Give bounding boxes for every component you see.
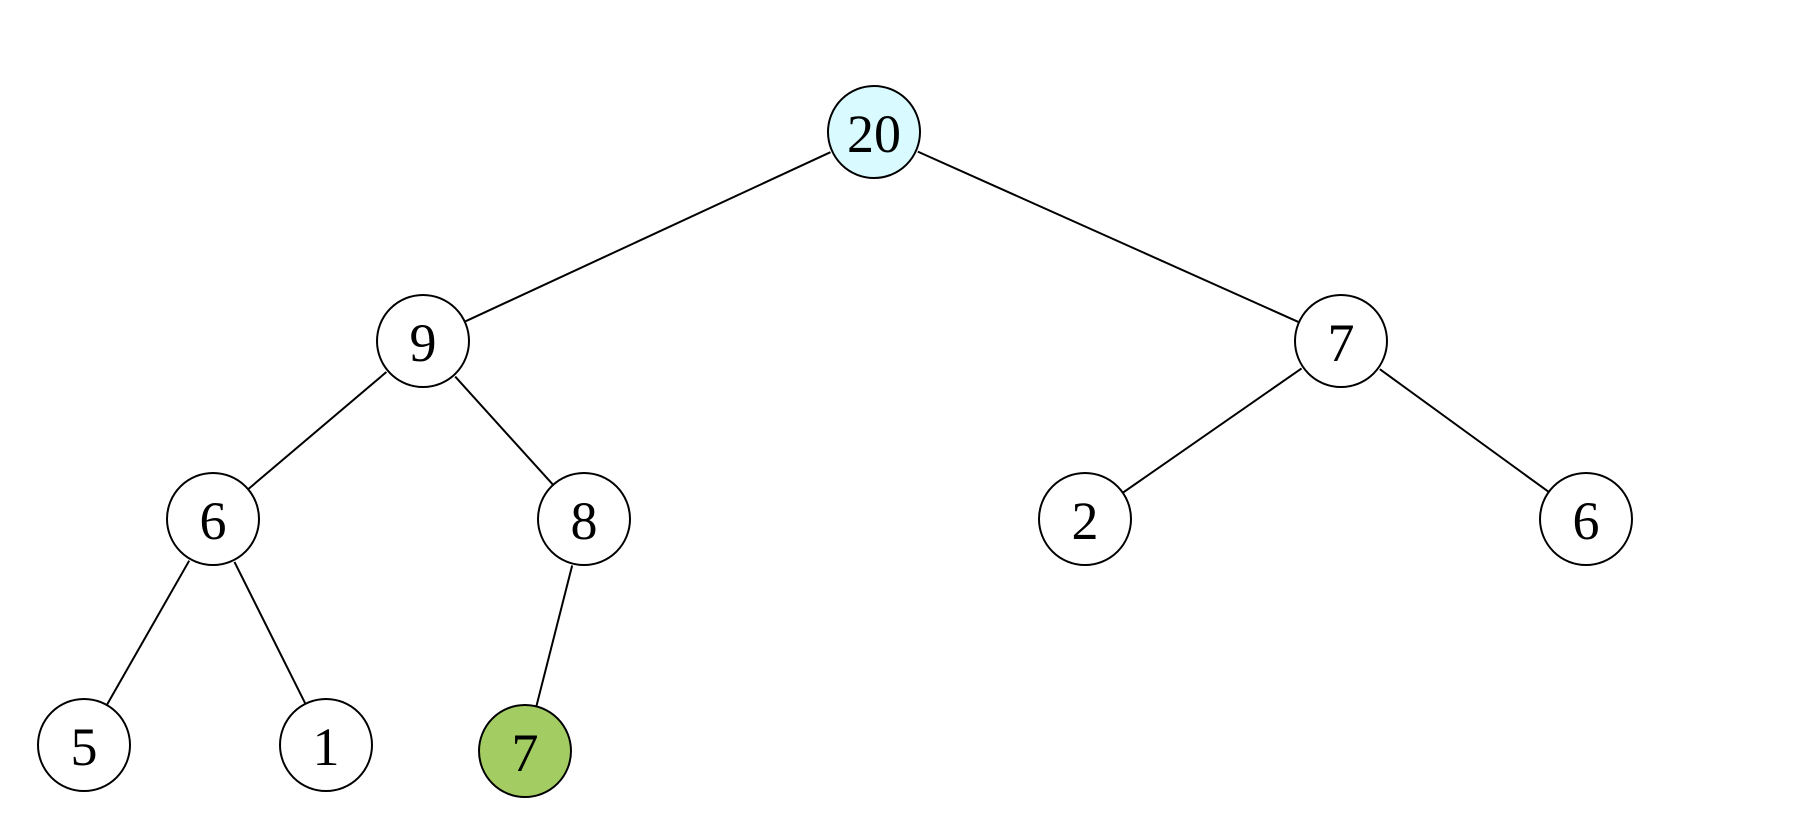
edges-layer bbox=[102, 150, 1555, 713]
node-circle bbox=[1294, 294, 1388, 388]
node-circle bbox=[827, 85, 921, 179]
node-label: 1 bbox=[313, 717, 340, 777]
edge-root-to-n-9 bbox=[458, 151, 831, 326]
node-label: 7 bbox=[1328, 313, 1355, 373]
tree-node-n-6-left: 6 bbox=[166, 472, 260, 566]
node-label: 7 bbox=[512, 723, 539, 783]
edge-n-6-left-to-n-1 bbox=[233, 561, 310, 710]
node-circle bbox=[1038, 472, 1132, 566]
tree-node-n-5: 5 bbox=[37, 698, 131, 792]
tree-node-n-6-right: 6 bbox=[1539, 472, 1633, 566]
edge-n-9-to-n-8 bbox=[454, 375, 558, 491]
node-circle bbox=[166, 472, 260, 566]
node-circle bbox=[537, 472, 631, 566]
node-circle bbox=[1539, 472, 1633, 566]
edge-n-7-right-to-n-6-right bbox=[1379, 368, 1555, 497]
node-label: 5 bbox=[71, 717, 98, 777]
node-label: 6 bbox=[200, 491, 227, 551]
node-label: 20 bbox=[847, 104, 901, 164]
edge-n-7-right-to-n-2 bbox=[1117, 367, 1303, 497]
tree-node-n-7-new: 7 bbox=[478, 704, 572, 798]
nodes-layer: 20 9 7 6 8 2 6 5 1 7 bbox=[37, 85, 1633, 798]
node-circle bbox=[279, 698, 373, 792]
node-circle bbox=[376, 294, 470, 388]
node-label: 6 bbox=[1573, 491, 1600, 551]
tree-node-n-7-right: 7 bbox=[1294, 294, 1388, 388]
node-label: 9 bbox=[410, 313, 437, 373]
node-label: 2 bbox=[1072, 491, 1099, 551]
edge-n-9-to-n-6-left bbox=[242, 371, 388, 494]
edge-root-to-n-7-right bbox=[917, 150, 1305, 326]
tree-node-root: 20 bbox=[827, 85, 921, 179]
edge-n-8-to-n-7-new bbox=[533, 565, 574, 713]
node-circle bbox=[478, 704, 572, 798]
tree-node-n-1: 1 bbox=[279, 698, 373, 792]
tree-node-n-8: 8 bbox=[537, 472, 631, 566]
edge-n-6-left-to-n-5 bbox=[102, 560, 191, 711]
node-label: 8 bbox=[571, 491, 598, 551]
tree-node-n-2: 2 bbox=[1038, 472, 1132, 566]
tree-node-n-9: 9 bbox=[376, 294, 470, 388]
node-circle bbox=[37, 698, 131, 792]
